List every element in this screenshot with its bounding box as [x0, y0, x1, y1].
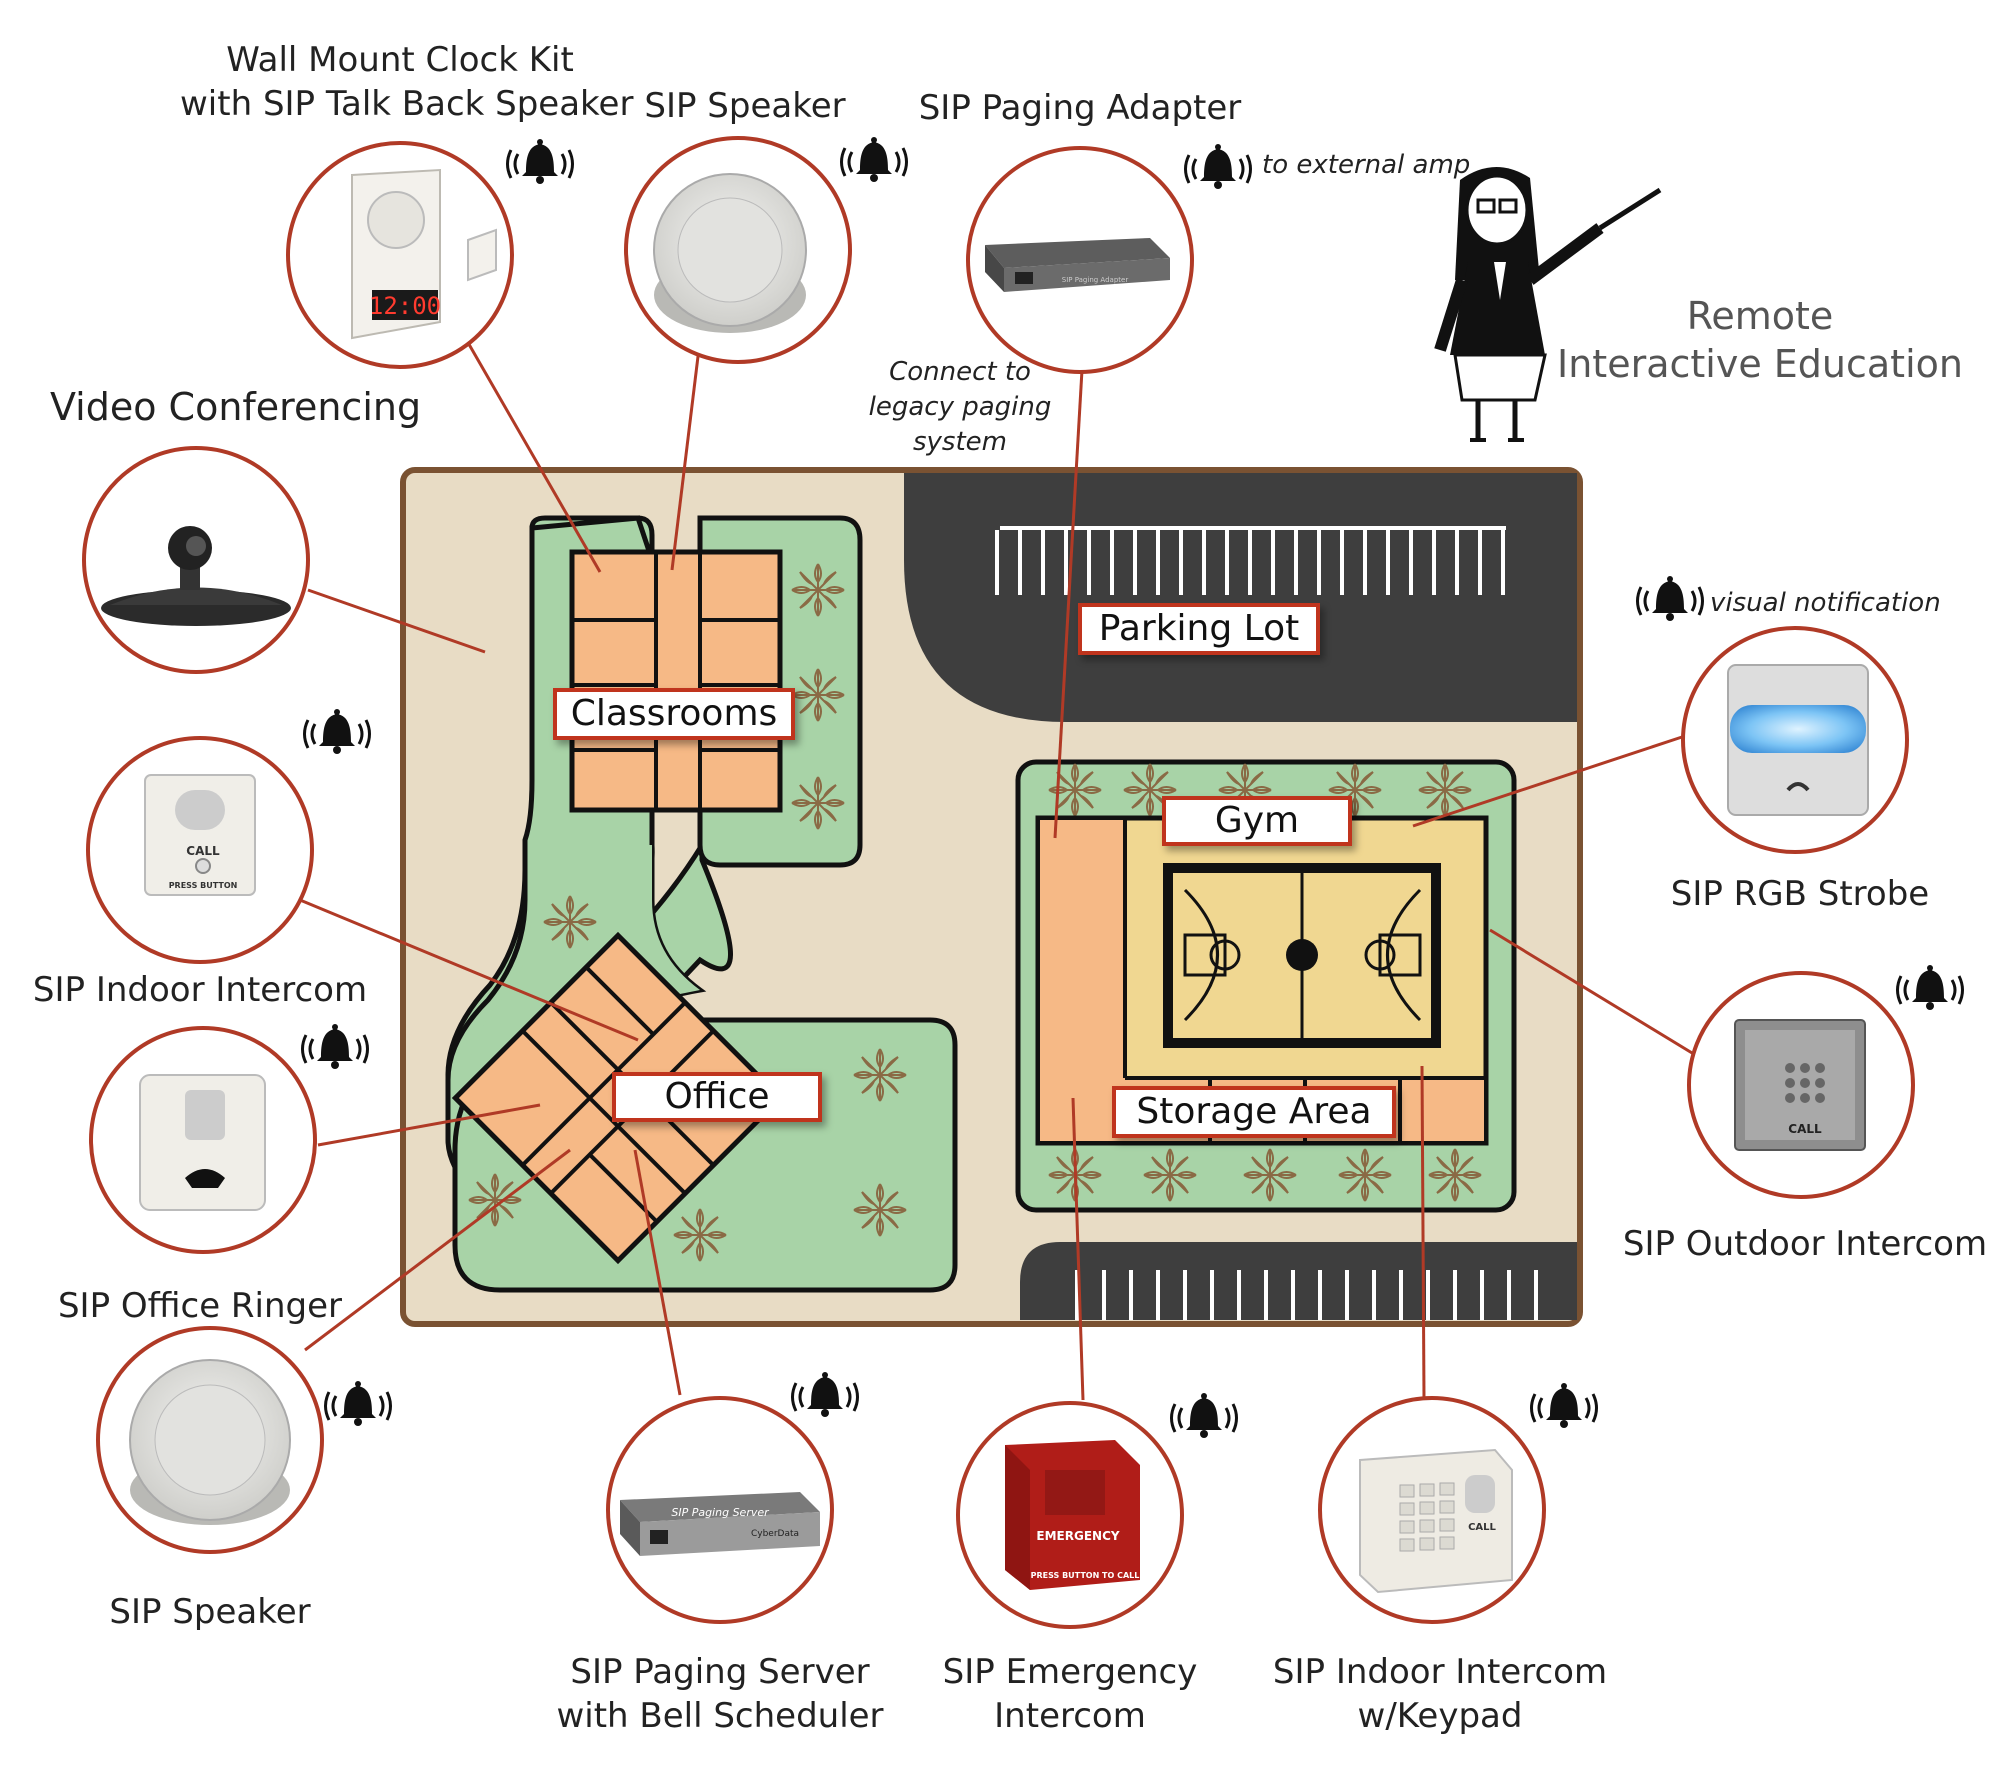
press-to-call-text: PRESS BUTTON TO CALL — [1031, 1571, 1140, 1580]
classrooms-building — [569, 549, 783, 813]
sip-speaker-bottom-label: SIP Speaker — [109, 1592, 311, 1632]
keypad-intercom-device — [1359, 1448, 1513, 1594]
sip-speaker-bottom-device — [129, 1359, 291, 1525]
rgb-strobe-label: SIP RGB Strobe — [1670, 874, 1930, 914]
external-amp-note: to external amp — [1262, 150, 1471, 180]
legacy-paging-note: Connect to legacy paging system — [868, 357, 1052, 457]
wall-clock-device — [351, 168, 497, 340]
rgb-strobe-device — [1727, 664, 1869, 816]
indoor-intercom-label: SIP Indoor Intercom — [32, 970, 368, 1010]
clock-display-text: 12:00 — [369, 292, 441, 320]
paging-adapter-plate-text: SIP Paging Adapter — [1062, 276, 1129, 284]
video-conferencing-label: Video Conferencing — [50, 385, 422, 429]
parking-lot-top — [904, 473, 1577, 722]
paging-adapter-label: SIP Paging Adapter — [918, 88, 1242, 128]
office-label: Office — [612, 1072, 822, 1122]
paging-server-label: SIP Paging Server with Bell Scheduler — [556, 1652, 884, 1736]
outdoor-call-text: CALL — [1788, 1122, 1822, 1136]
office-ringer-label: SIP Office Ringer — [57, 1286, 343, 1326]
paging-server-brand-text: CyberData — [751, 1529, 799, 1539]
indoor-intercom-press-text: PRESS BUTTON — [169, 881, 238, 890]
emergency-intercom-label: SIP Emergency Intercom — [942, 1652, 1198, 1736]
outdoor-intercom-label: SIP Outdoor Intercom — [1622, 1224, 1988, 1264]
visual-notification-note: visual notification — [1710, 588, 1941, 618]
sip-speaker-top-device — [653, 173, 807, 333]
emergency-text: EMERGENCY — [1036, 1529, 1119, 1543]
gym-label: Gym — [1162, 796, 1352, 846]
sip-speaker-top-label: SIP Speaker — [644, 86, 846, 126]
storage-area-label: Storage Area — [1112, 1086, 1396, 1138]
parking-lot-label: Parking Lot — [1078, 603, 1320, 655]
keypad-intercom-label: SIP Indoor Intercom w/Keypad — [1272, 1652, 1608, 1736]
parking-stripes-top — [995, 526, 1506, 595]
paging-adapter-device — [985, 238, 1170, 292]
video-conferencing-device — [101, 526, 291, 626]
indoor-intercom-call-text: CALL — [186, 844, 220, 858]
paging-server-plate-text: SIP Paging Server — [671, 1506, 770, 1519]
remote-education-label: Remote Interactive Education — [1557, 294, 1963, 386]
paging-server-device — [620, 1492, 820, 1556]
parking-stripes-bottom — [1075, 1270, 1538, 1320]
classrooms-label: Classrooms — [553, 688, 795, 740]
emergency-intercom-device — [1005, 1440, 1140, 1590]
keypad-call-text: CALL — [1468, 1522, 1496, 1533]
office-ringer-device — [139, 1074, 266, 1211]
teacher-figure — [1434, 166, 1662, 442]
connector-lines — [299, 319, 1698, 1401]
outdoor-intercom-device — [1734, 1019, 1866, 1151]
indoor-intercom-device — [144, 774, 256, 896]
wall-clock-label: Wall Mount Clock Kit with SIP Talk Back … — [180, 40, 634, 124]
